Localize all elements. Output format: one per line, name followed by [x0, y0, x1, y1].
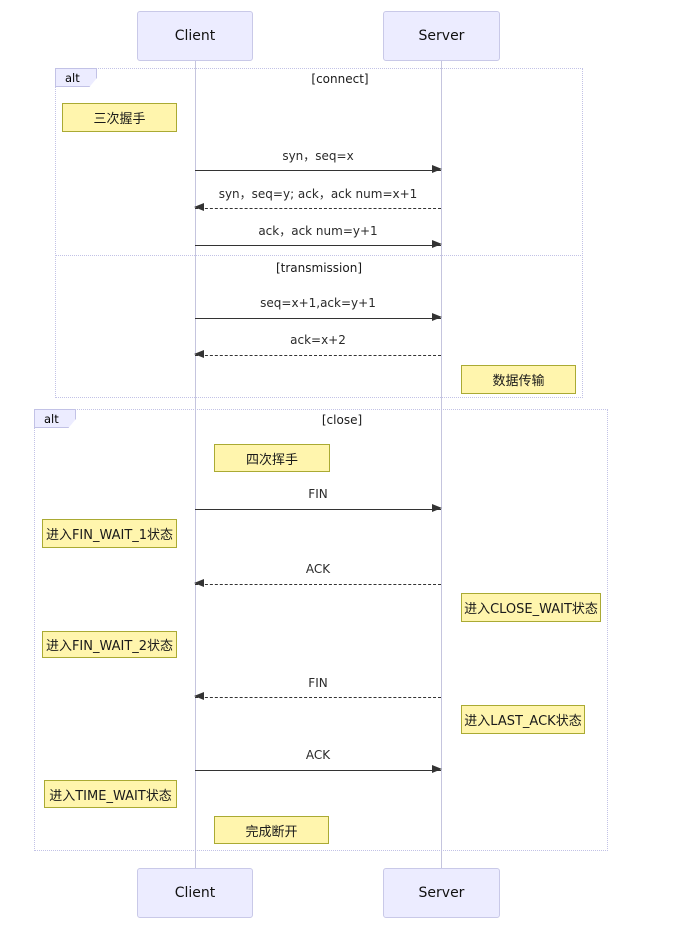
actor-server-bottom: Server — [383, 868, 500, 918]
note-close-wait: 进入CLOSE_WAIT状态 — [461, 593, 601, 622]
note-disconnect-done: 完成断开 — [214, 816, 329, 844]
message-label-syn-seq-x: syn，seq=x — [282, 149, 354, 163]
message-arrow-seq-ack — [195, 313, 442, 322]
arrowhead-right-icon — [432, 240, 442, 249]
arrowhead-right-icon — [432, 504, 442, 513]
section-label-transmission: [transmission] — [275, 261, 363, 275]
message-label-ack-2: ACK — [305, 748, 331, 762]
actor-server-top: Server — [383, 11, 500, 61]
note-three-way-handshake: 三次握手 — [62, 103, 177, 132]
message-arrow-ack-2 — [195, 765, 442, 774]
note-four-way-wave: 四次挥手 — [214, 444, 330, 472]
lifeline-client — [195, 61, 196, 868]
message-label-synack: syn，seq=y; ack，ack num=x+1 — [218, 187, 418, 201]
message-arrow-synack — [194, 203, 441, 212]
actor-client-top-label: Client — [174, 28, 216, 44]
arrowhead-right-icon — [432, 313, 442, 322]
note-fin-wait-1: 进入FIN_WAIT_1状态 — [42, 519, 177, 548]
alt-frame-close — [34, 409, 608, 851]
message-arrow-syn-seq-x — [195, 165, 442, 174]
arrowhead-left-icon — [194, 350, 204, 359]
lifeline-server — [441, 61, 442, 868]
message-arrow-ack-1 — [194, 579, 441, 588]
message-arrow-ack-num — [195, 240, 442, 249]
message-label-fin-2: FIN — [308, 676, 328, 690]
message-label-ack-num: ack，ack num=y+1 — [258, 224, 378, 238]
alt-frame-close-label: alt — [34, 409, 76, 428]
arrowhead-left-icon — [194, 203, 204, 212]
message-arrow-fin-1 — [195, 504, 442, 513]
actor-server-bottom-label: Server — [418, 885, 465, 901]
message-label-ack-1: ACK — [305, 562, 331, 576]
section-label-connect: [connect] — [311, 72, 369, 86]
actor-client-top: Client — [137, 11, 253, 61]
arrowhead-right-icon — [432, 765, 442, 774]
message-label-fin-1: FIN — [308, 487, 328, 501]
note-fin-wait-2: 进入FIN_WAIT_2状态 — [42, 631, 177, 658]
message-label-seq-ack: seq=x+1,ack=y+1 — [260, 296, 376, 310]
note-data-transfer: 数据传输 — [461, 365, 576, 394]
message-label-ack-x2: ack=x+2 — [290, 333, 346, 347]
note-last-ack: 进入LAST_ACK状态 — [461, 705, 585, 734]
actor-client-bottom: Client — [137, 868, 253, 918]
actor-client-bottom-label: Client — [174, 885, 216, 901]
alt-section-divider — [55, 255, 583, 256]
alt-frame-connect-label: alt — [55, 68, 97, 87]
actor-server-top-label: Server — [418, 28, 465, 44]
arrowhead-left-icon — [194, 692, 204, 701]
section-label-close: [close] — [321, 413, 363, 427]
message-arrow-ack-x2 — [194, 350, 441, 359]
alt-frame-connect — [55, 68, 583, 398]
message-arrow-fin-2 — [194, 692, 441, 701]
arrowhead-right-icon — [432, 165, 442, 174]
note-time-wait: 进入TIME_WAIT状态 — [44, 780, 177, 808]
arrowhead-left-icon — [194, 579, 204, 588]
